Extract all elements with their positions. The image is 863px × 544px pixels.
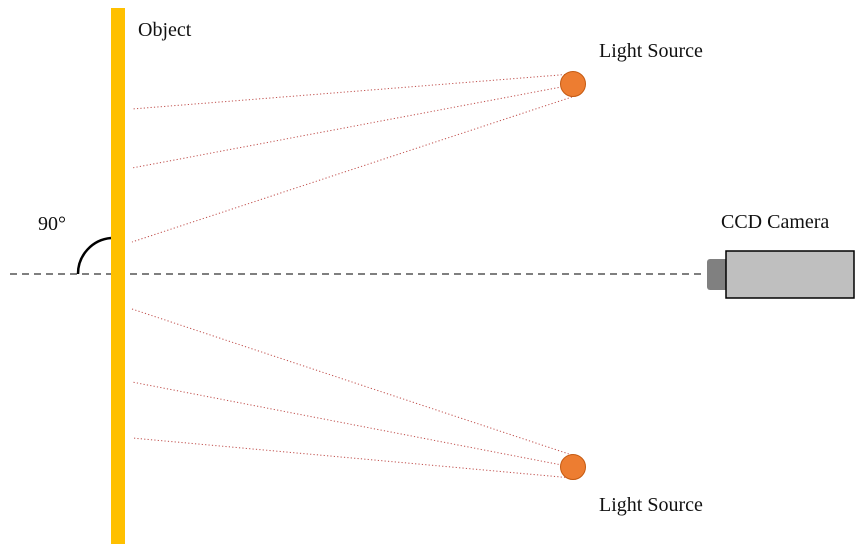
camera-lens xyxy=(707,259,729,290)
light-source-top-label: Light Source xyxy=(599,40,703,62)
ccd-camera xyxy=(707,250,855,299)
ray xyxy=(131,308,573,456)
right-angle-arc xyxy=(76,236,112,275)
ray xyxy=(131,73,573,110)
object-bar xyxy=(111,8,125,544)
ray xyxy=(131,84,573,169)
ray xyxy=(131,437,573,479)
top-light-rays xyxy=(131,73,573,243)
camera-body xyxy=(725,250,855,299)
ccd-camera-label: CCD Camera xyxy=(721,211,829,233)
ray xyxy=(131,96,573,243)
ray xyxy=(131,381,573,468)
light-source-bottom xyxy=(560,454,586,480)
bottom-light-rays xyxy=(131,308,573,479)
light-source-top xyxy=(560,71,586,97)
object-label: Object xyxy=(138,19,192,41)
light-source-bottom-label: Light Source xyxy=(599,494,703,516)
angle-label: 90° xyxy=(38,213,66,235)
